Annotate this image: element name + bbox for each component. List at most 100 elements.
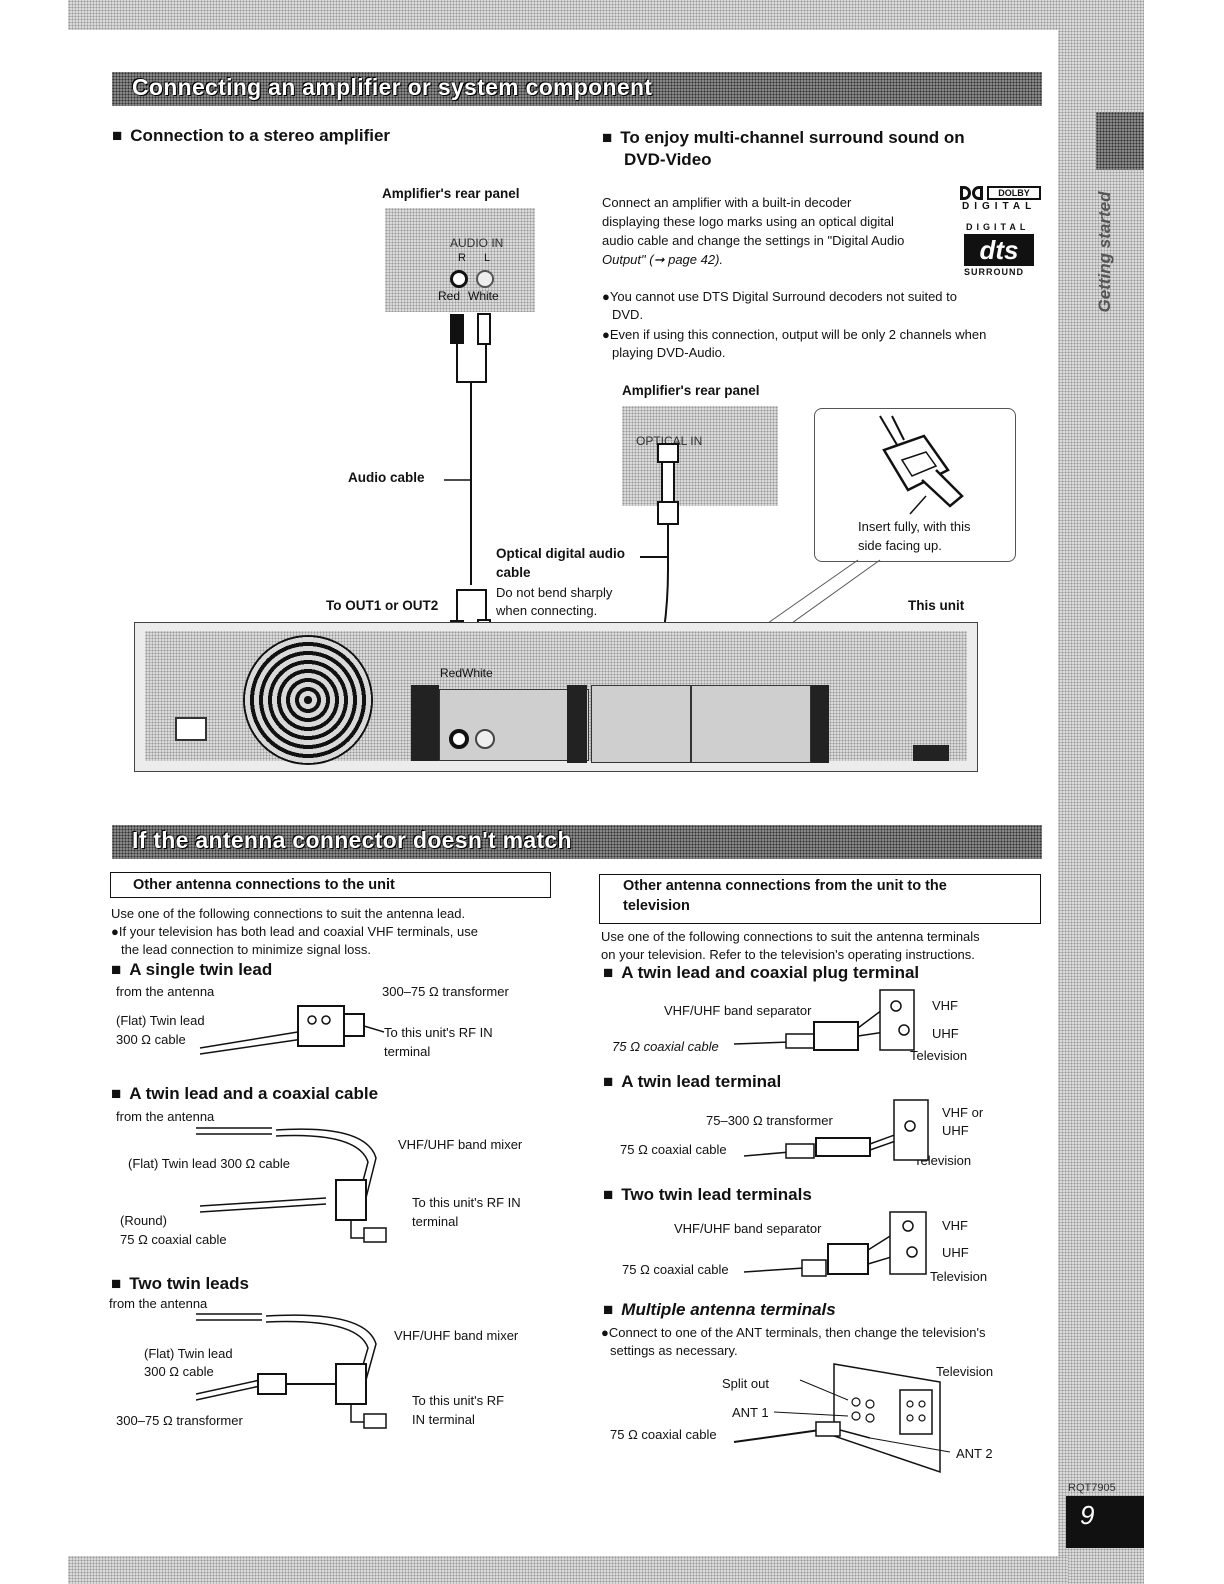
two-twin-diagram xyxy=(196,1313,387,1429)
surround-heading-2: DVD-Video xyxy=(624,150,712,169)
bullet-2-line-1: ●Even if using this connection, output w… xyxy=(602,327,987,342)
single-twin-diagram xyxy=(199,1005,385,1055)
out-jack xyxy=(449,729,469,749)
unit-white-label: White xyxy=(462,666,493,680)
ttt-diagram xyxy=(743,1211,927,1277)
tcp-uhf: UHF xyxy=(932,1026,959,1041)
ttt-tv: Television xyxy=(930,1269,988,1284)
out-jack-white xyxy=(475,729,495,749)
optical-cable-label-2: cable xyxy=(496,565,531,580)
right-box-heading xyxy=(599,874,1041,924)
multiple-split: Split out xyxy=(722,1376,769,1391)
amplifier-panel-optical xyxy=(622,406,778,506)
section-banner-antenna: If the antenna connector doesn't match xyxy=(112,825,1042,859)
two-twin-flat2: 300 Ω cable xyxy=(144,1364,214,1379)
single-twin-rf1: To this unit's RF IN xyxy=(384,1025,493,1040)
tt-transformer: 75–300 Ω transformer xyxy=(706,1113,833,1128)
twin-coax-rf2: terminal xyxy=(412,1214,459,1229)
left-box-heading: Other antenna connections to the unit xyxy=(110,872,551,898)
page-number-box xyxy=(1066,1496,1144,1548)
surround-heading-1: To enjoy multi-channel surround sound on xyxy=(602,128,964,148)
multiple-diagram xyxy=(733,1363,951,1474)
amp-rear-panel-label: Amplifier's rear panel xyxy=(382,186,520,201)
multiple-coax: 75 Ω coaxial cable xyxy=(610,1427,717,1442)
twin-coax-flat: (Flat) Twin lead 300 Ω cable xyxy=(128,1156,290,1171)
single-twin-flat1: (Flat) Twin lead xyxy=(116,1013,205,1028)
twin-coax-rf1: To this unit's RF IN xyxy=(412,1195,521,1210)
l-label: L xyxy=(484,252,491,264)
surround-para-3: audio cable and change the settings in "… xyxy=(602,233,905,248)
single-twin-from: from the antenna xyxy=(116,984,215,999)
dolby-digital-text: DIGITAL xyxy=(962,201,1037,212)
twin-terminal-heading: A twin lead terminal xyxy=(603,1072,781,1092)
white-label: White xyxy=(468,289,499,303)
ac-inlet xyxy=(175,717,207,741)
right-box-line-1: Other antenna connections from the unit … xyxy=(623,878,947,894)
unit-rear-panel xyxy=(134,622,978,772)
multiple-heading: Multiple antenna terminals xyxy=(603,1300,835,1320)
in-panel xyxy=(691,685,811,763)
this-unit-label: This unit xyxy=(908,598,965,613)
stereo-heading: Connection to a stereo amplifier xyxy=(112,126,390,146)
multiple-bullet-2: settings as necessary. xyxy=(610,1343,738,1358)
ttt-uhf: UHF xyxy=(942,1245,969,1260)
amplifier-panel xyxy=(385,208,535,312)
vhf-uhf-block xyxy=(913,745,949,761)
side-tab-marker xyxy=(1096,112,1144,170)
in-terminal-strip xyxy=(811,685,829,763)
top-border xyxy=(68,0,1068,30)
twin-coax-round1: (Round) xyxy=(120,1213,167,1228)
white-jack xyxy=(476,270,494,288)
twin-coax-from: from the antenna xyxy=(116,1109,215,1124)
out1-panel xyxy=(439,689,589,761)
right-intro-2: on your television. Refer to the televis… xyxy=(601,947,975,962)
unit-red-label: Red xyxy=(440,666,463,680)
optical-in-label: OPTICAL IN xyxy=(636,434,703,448)
to-out-label: To OUT1 or OUT2 xyxy=(326,598,439,613)
bottom-border xyxy=(68,1556,1068,1584)
glink-block xyxy=(411,685,439,761)
red-label: Red xyxy=(438,289,461,303)
dolby-logo: DOLBY DIGITAL xyxy=(960,186,1042,214)
surround-para-1: Connect an amplifier with a built-in dec… xyxy=(602,195,852,210)
page-number: 9 xyxy=(1080,1500,1095,1530)
right-intro-1: Use one of the following connections to … xyxy=(601,929,980,944)
two-twin-from: from the antenna xyxy=(109,1296,208,1311)
out-terminal-strip xyxy=(567,685,587,763)
two-twin-heading: Two twin leads xyxy=(111,1274,249,1294)
tt-coax: 75 Ω coaxial cable xyxy=(620,1142,727,1157)
bullet-2-line-2: playing DVD-Audio. xyxy=(612,345,726,360)
multiple-tv: Television xyxy=(936,1364,994,1379)
tcp-vhf: VHF xyxy=(932,998,958,1013)
tt-diagram xyxy=(743,1099,929,1161)
red-jack xyxy=(450,270,468,288)
tcp-tv: Television xyxy=(910,1048,968,1063)
dolby-wordmark: DOLBY xyxy=(987,186,1041,200)
model-code: RQT7905 xyxy=(1068,1482,1116,1494)
do-not-bend-2: when connecting. xyxy=(496,603,598,618)
two-twin-rf1: To this unit's RF xyxy=(412,1393,505,1408)
single-twin-transformer: 300–75 Ω transformer xyxy=(382,984,509,999)
audio-in-label: AUDIO IN xyxy=(450,236,504,250)
ttt-separator: VHF/UHF band separator xyxy=(674,1221,822,1236)
bullet-1-line-1: ●You cannot use DTS Digital Surround dec… xyxy=(602,289,957,304)
cooling-fan xyxy=(243,635,373,765)
left-bullet-2: the lead connection to minimize signal l… xyxy=(121,942,372,957)
tt-vhf1: VHF or xyxy=(942,1105,984,1120)
twin-coax-round2: 75 Ω coaxial cable xyxy=(120,1232,227,1247)
left-intro: Use one of the following connections to … xyxy=(111,906,466,921)
two-twin-mixer: VHF/UHF band mixer xyxy=(394,1328,519,1343)
tt-vhf2: UHF xyxy=(942,1123,969,1138)
surround-para-2: displaying these logo marks using an opt… xyxy=(602,214,894,229)
ttt-vhf: VHF xyxy=(942,1218,968,1233)
twin-coax-diagram xyxy=(196,1127,387,1243)
twin-coax-heading: A twin lead and a coaxial cable xyxy=(111,1084,378,1104)
ttt-coax: 75 Ω coaxial cable xyxy=(622,1262,729,1277)
left-bullet-1: ●If your television has both lead and co… xyxy=(111,924,478,939)
dts-logo: DIGITAL dts SURROUND xyxy=(964,222,1038,280)
r-label: R xyxy=(458,252,466,264)
single-twin-heading: A single twin lead xyxy=(111,960,272,980)
two-twin-terminals-heading: Two twin lead terminals xyxy=(603,1185,812,1205)
optical-cable-label-1: Optical digital audio xyxy=(496,546,626,561)
right-box-line-2: television xyxy=(623,898,690,914)
